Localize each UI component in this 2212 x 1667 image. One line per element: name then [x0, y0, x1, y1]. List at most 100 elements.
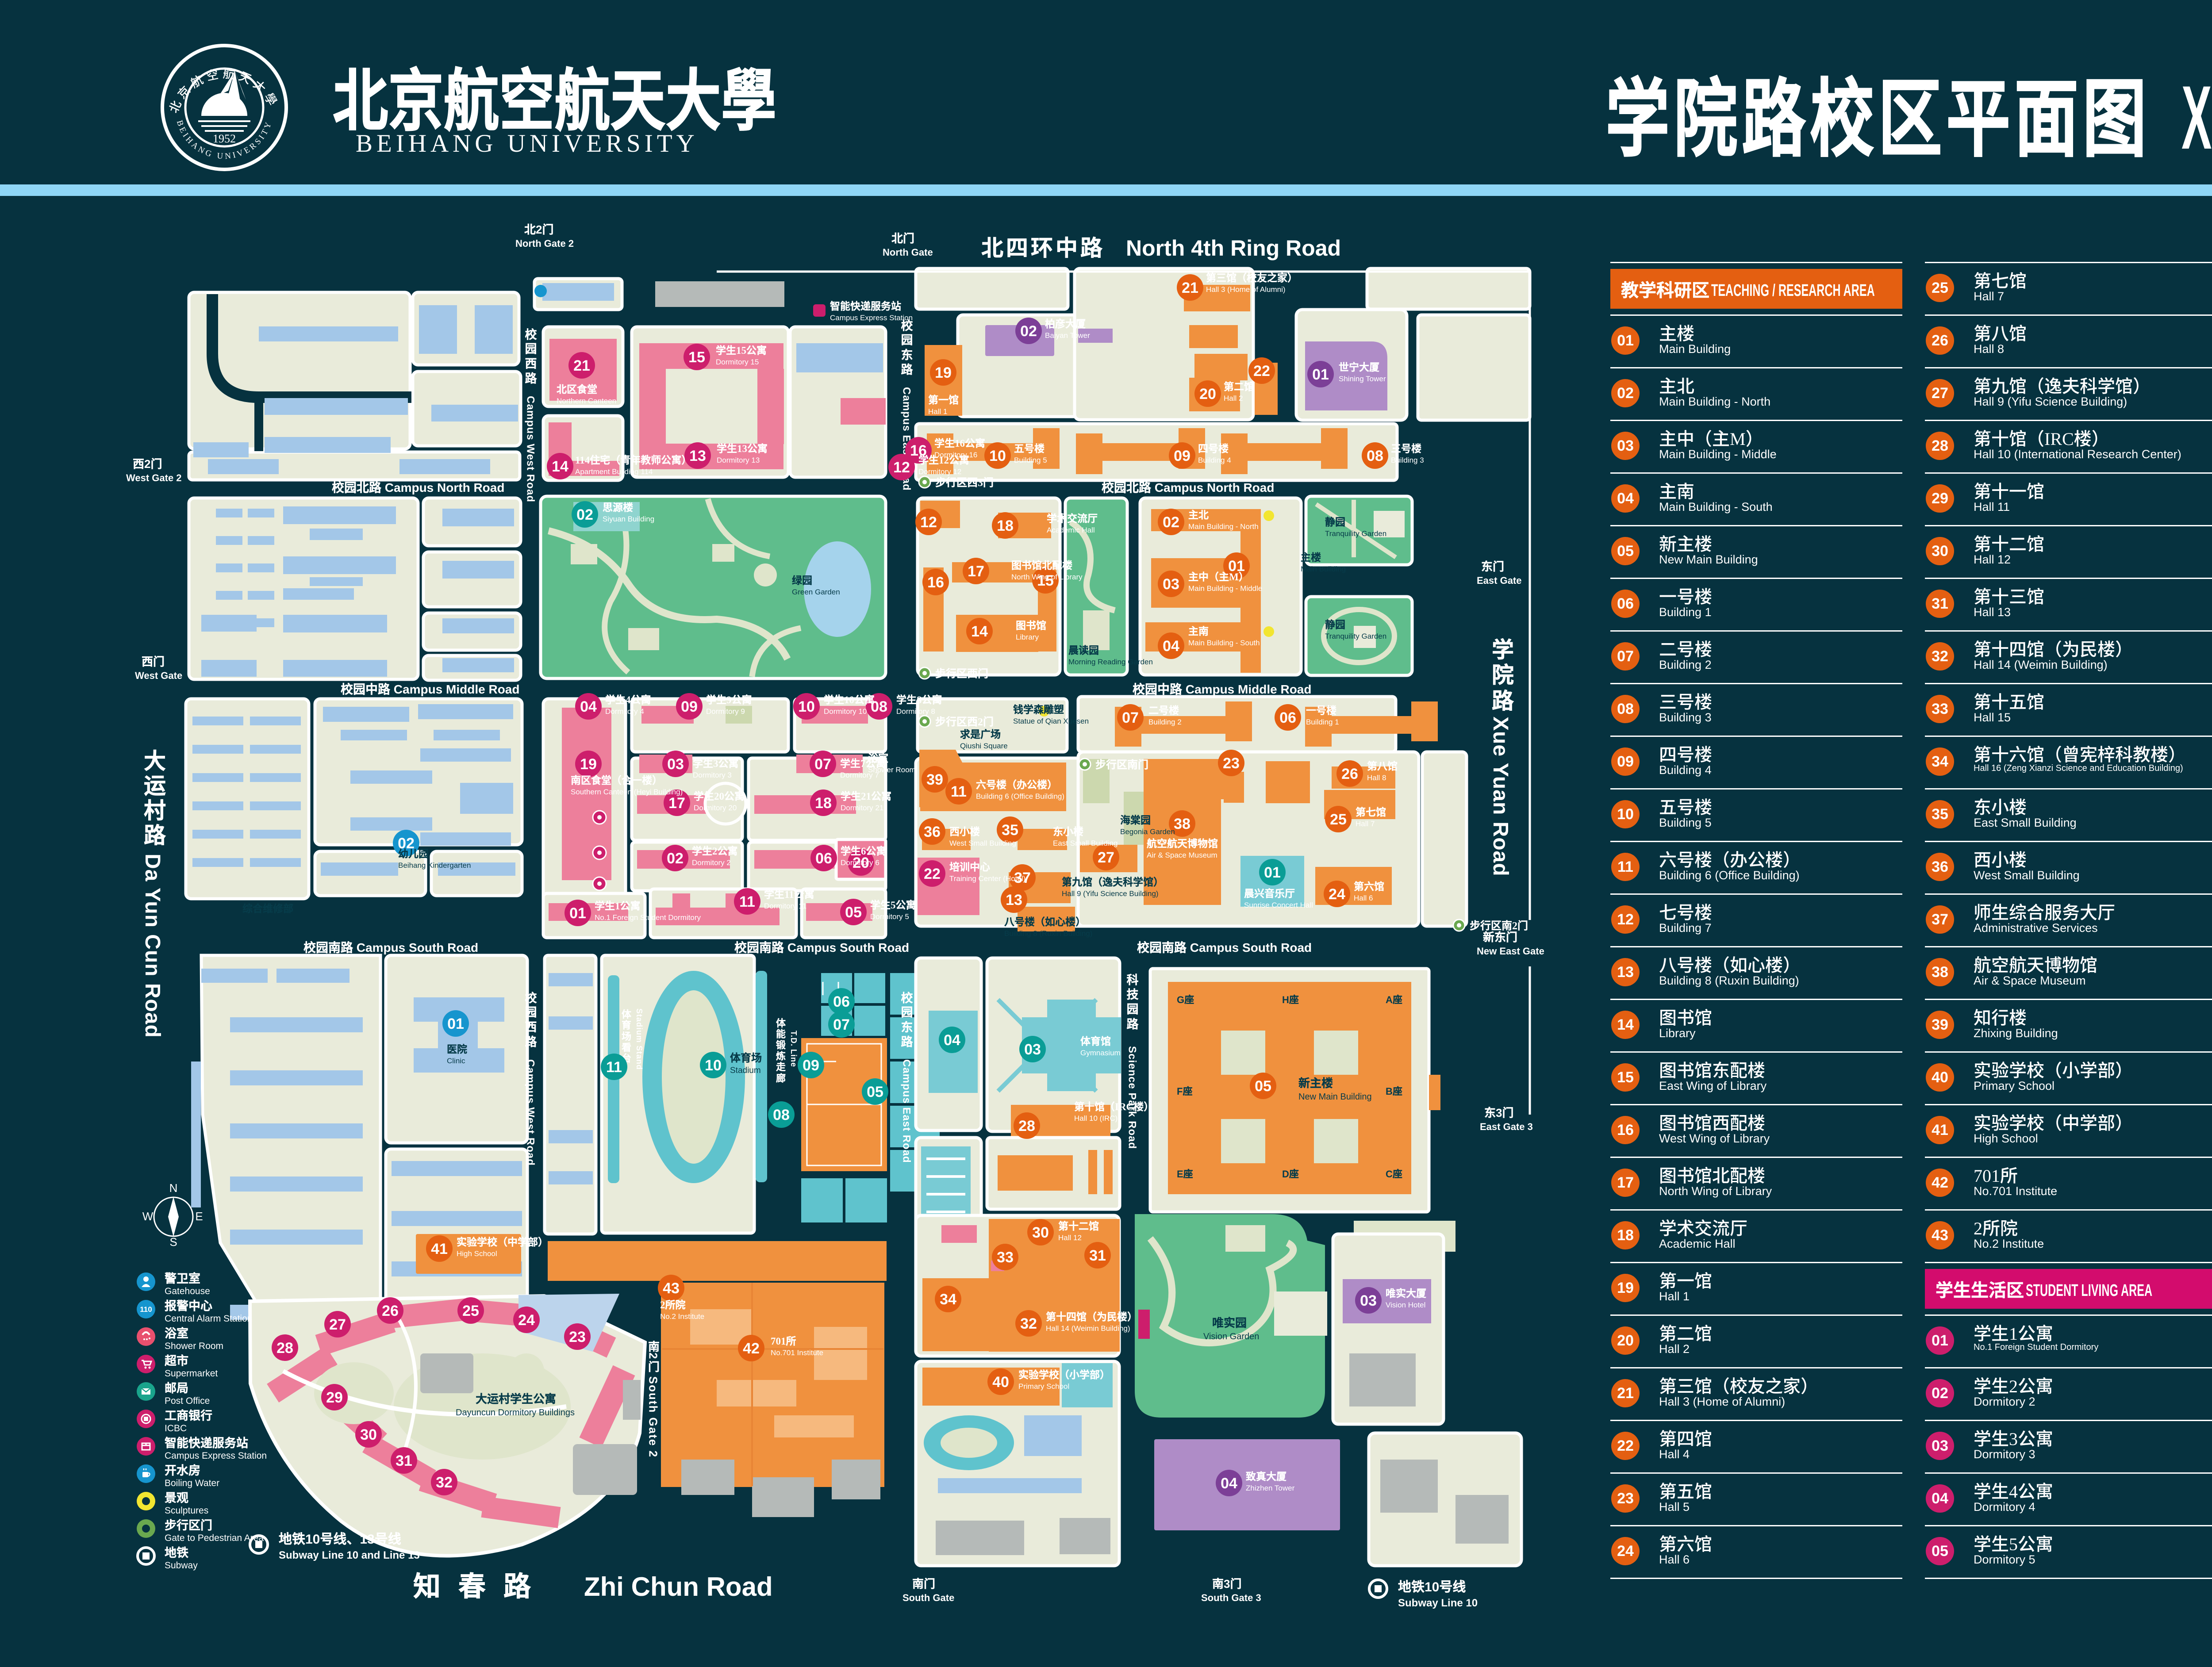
svg-text:求是广场: 求是广场: [960, 726, 1001, 741]
svg-text:北2门: 北2门: [524, 221, 553, 237]
svg-text:西门: 西门: [142, 653, 165, 669]
svg-text:42: 42: [743, 1340, 760, 1357]
svg-text:地铁: 地铁: [165, 1543, 189, 1560]
svg-text:Sunrise Concert Hall: Sunrise Concert Hall: [1244, 901, 1313, 909]
svg-text:Dormitory 16: Dormitory 16: [934, 451, 977, 459]
svg-text:晨读园: 晨读园: [1068, 642, 1099, 657]
svg-text:邮局: 邮局: [165, 1379, 188, 1396]
svg-text:体育场看台: 体育场看台: [619, 1008, 634, 1064]
svg-text:09: 09: [681, 698, 698, 715]
svg-text:Academic Hall: Academic Hall: [1047, 526, 1095, 534]
svg-text:West Gate 2: West Gate 2: [126, 472, 182, 483]
svg-text:E: E: [195, 1210, 203, 1223]
svg-text:29: 29: [326, 1389, 343, 1406]
svg-text:主北: 主北: [1188, 506, 1209, 521]
svg-text:25: 25: [1330, 811, 1347, 828]
svg-text:30: 30: [1032, 1224, 1049, 1241]
svg-text:智能快递服务站: 智能快递服务站: [165, 1433, 248, 1451]
svg-text:No.701 Institute: No.701 Institute: [771, 1349, 823, 1357]
svg-text:Building 4: Building 4: [1198, 456, 1231, 464]
svg-text:North Gate 2: North Gate 2: [515, 238, 574, 249]
svg-text:步行区南门: 步行区南门: [1095, 756, 1148, 771]
svg-text:校园中路 Campus Middle Road: 校园中路 Campus Middle Road: [341, 680, 519, 697]
svg-text:Dormitory 10: Dormitory 10: [824, 707, 867, 716]
svg-text:实验学校（小学部）: 实验学校（小学部）: [1018, 1366, 1110, 1381]
svg-text:西小楼: 西小楼: [949, 823, 980, 838]
svg-text:03: 03: [667, 756, 684, 773]
svg-text:28: 28: [1018, 1118, 1035, 1134]
svg-text:17: 17: [968, 563, 984, 580]
svg-text:Stadium: Stadium: [730, 1066, 761, 1075]
svg-text:Apartment Building 114: Apartment Building 114: [575, 468, 653, 476]
svg-text:学生11公寓: 学生11公寓: [764, 886, 814, 901]
svg-text:East Small Building: East Small Building: [1053, 839, 1118, 847]
svg-text:Training Center (Hotel): Training Center (Hotel): [949, 874, 1025, 883]
svg-text:综合维修部: 综合维修部: [242, 900, 293, 915]
svg-text:13: 13: [1006, 892, 1022, 908]
svg-text:二号楼: 二号楼: [1148, 702, 1179, 717]
svg-text:02: 02: [1020, 323, 1037, 340]
svg-text:校园南路 Campus South Road: 校园南路 Campus South Road: [303, 938, 478, 956]
svg-text:东门: 东门: [1481, 558, 1504, 574]
svg-text:Hall 12: Hall 12: [1058, 1234, 1082, 1242]
svg-text:20: 20: [1199, 386, 1216, 402]
svg-text:三号楼: 三号楼: [1391, 440, 1422, 455]
svg-text:Hall 3 (Home of Alumni): Hall 3 (Home of Alumni): [1206, 285, 1286, 294]
svg-text:G座: G座: [1177, 992, 1194, 1006]
svg-text:25: 25: [462, 1303, 479, 1319]
svg-text:第七馆: 第七馆: [1356, 804, 1386, 819]
svg-text:14: 14: [971, 623, 988, 640]
svg-text:T.D. Line: T.D. Line: [788, 1031, 800, 1067]
svg-text:W: W: [142, 1210, 154, 1223]
svg-text:北四环中路: 北四环中路: [981, 230, 1105, 262]
svg-text:26: 26: [1341, 766, 1358, 782]
svg-text:High School: High School: [457, 1249, 497, 1258]
svg-text:Siyuan Building: Siyuan Building: [603, 515, 654, 523]
svg-text:02: 02: [398, 835, 415, 852]
svg-text:大运村路: 大运村路: [139, 748, 171, 847]
svg-text:Campus Express Station: Campus Express Station: [165, 1451, 267, 1461]
svg-text:16: 16: [927, 574, 944, 591]
svg-text:东3门: 东3门: [1484, 1104, 1513, 1120]
svg-text:学院路: 学院路: [1487, 637, 1519, 714]
svg-text:第九馆（逸夫科学馆）: 第九馆（逸夫科学馆）: [1062, 874, 1164, 889]
svg-text:一号楼: 一号楼: [1306, 702, 1337, 717]
svg-text:03: 03: [1360, 1292, 1377, 1309]
svg-text:22: 22: [1253, 363, 1270, 379]
svg-text:Gymnasium: Gymnasium: [1080, 1049, 1121, 1057]
svg-text:校园西路: 校园西路: [522, 991, 540, 1049]
svg-text:21: 21: [573, 357, 590, 374]
svg-text:Building 3: Building 3: [1391, 456, 1424, 464]
svg-text:景观: 景观: [165, 1488, 188, 1506]
svg-text:晨兴音乐厅: 晨兴音乐厅: [1244, 885, 1295, 900]
svg-text:北区食堂: 北区食堂: [557, 381, 597, 396]
svg-text:Hall 10 (IRC): Hall 10 (IRC): [1074, 1114, 1118, 1123]
svg-text:West Small Building: West Small Building: [949, 839, 1016, 847]
svg-text:Library: Library: [1016, 633, 1039, 641]
svg-text:学生6公寓: 学生6公寓: [841, 843, 887, 858]
svg-text:Vision Garden: Vision Garden: [1203, 1332, 1259, 1341]
svg-text:Da Yun Cun Road: Da Yun Cun Road: [139, 854, 170, 1038]
svg-text:学生20公寓: 学生20公寓: [694, 788, 745, 803]
svg-text:No.2 Institute: No.2 Institute: [660, 1312, 704, 1321]
svg-text:Sculptures: Sculptures: [165, 1506, 208, 1516]
svg-text:19: 19: [580, 756, 597, 773]
svg-text:体育馆: 体育馆: [1080, 1033, 1111, 1048]
svg-text:Building 6 (Office Building): Building 6 (Office Building): [976, 792, 1064, 801]
svg-text:八号楼（如心楼）: 八号楼（如心楼）: [1004, 913, 1086, 928]
svg-text:四号楼: 四号楼: [1198, 440, 1229, 455]
svg-text:08: 08: [1367, 448, 1383, 464]
svg-text:11: 11: [951, 783, 967, 800]
svg-text:实验学校（中学部）: 实验学校（中学部）: [457, 1234, 548, 1249]
svg-text:23: 23: [569, 1329, 586, 1345]
svg-text:38: 38: [1174, 816, 1190, 832]
svg-text:学生3公寓: 学生3公寓: [693, 755, 739, 770]
svg-text:F座: F座: [1177, 1084, 1192, 1098]
svg-text:34: 34: [940, 1291, 956, 1308]
svg-text:唯实园: 唯实园: [1212, 1314, 1247, 1330]
svg-text:701所: 701所: [771, 1333, 796, 1348]
svg-text:Building 5: Building 5: [1014, 456, 1047, 464]
svg-text:North Wing of Library: North Wing of Library: [1011, 573, 1083, 581]
svg-text:地铁10号线: 地铁10号线: [1398, 1576, 1466, 1595]
svg-text:06: 06: [1279, 709, 1296, 726]
